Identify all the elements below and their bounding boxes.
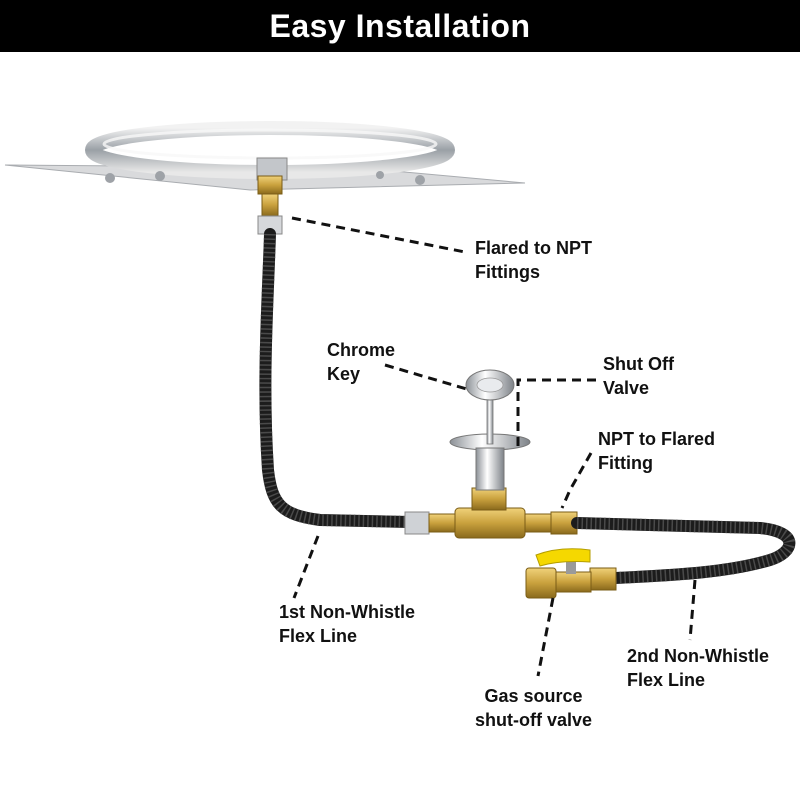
label-shut-off-valve: Shut Off Valve (603, 354, 674, 398)
label-flared-to-npt: Flared to NPT Fittings (475, 238, 593, 282)
leader-shut-off-valve (516, 378, 596, 448)
header-bar: Easy Installation (0, 0, 800, 52)
chrome-key-assembly (449, 369, 531, 491)
flared-npt-fitting (257, 175, 283, 235)
leader-flex-line-2 (688, 579, 697, 641)
label-flex-line-2: 2nd Non-Whistle Flex Line (627, 646, 769, 690)
tee-fitting (404, 487, 578, 539)
label-chrome-key: Chrome Key (327, 340, 396, 384)
leader-lines (291, 216, 697, 677)
flex-line-2-hose (571, 517, 796, 584)
gas-source-valve (525, 548, 617, 599)
leader-chrome-key (384, 363, 471, 392)
label-npt-to-flared: NPT to Flared Fitting (598, 429, 716, 473)
leader-gas-source (536, 597, 555, 677)
label-flex-line-1: 1st Non-Whistle Flex Line (279, 602, 416, 646)
leader-flex-line-1 (292, 535, 320, 599)
leader-flared-to-npt (291, 216, 466, 254)
label-gas-source: Gas source shut-off valve (475, 686, 593, 730)
page-title: Easy Installation (269, 7, 531, 44)
leader-npt-to-flared (560, 452, 593, 509)
